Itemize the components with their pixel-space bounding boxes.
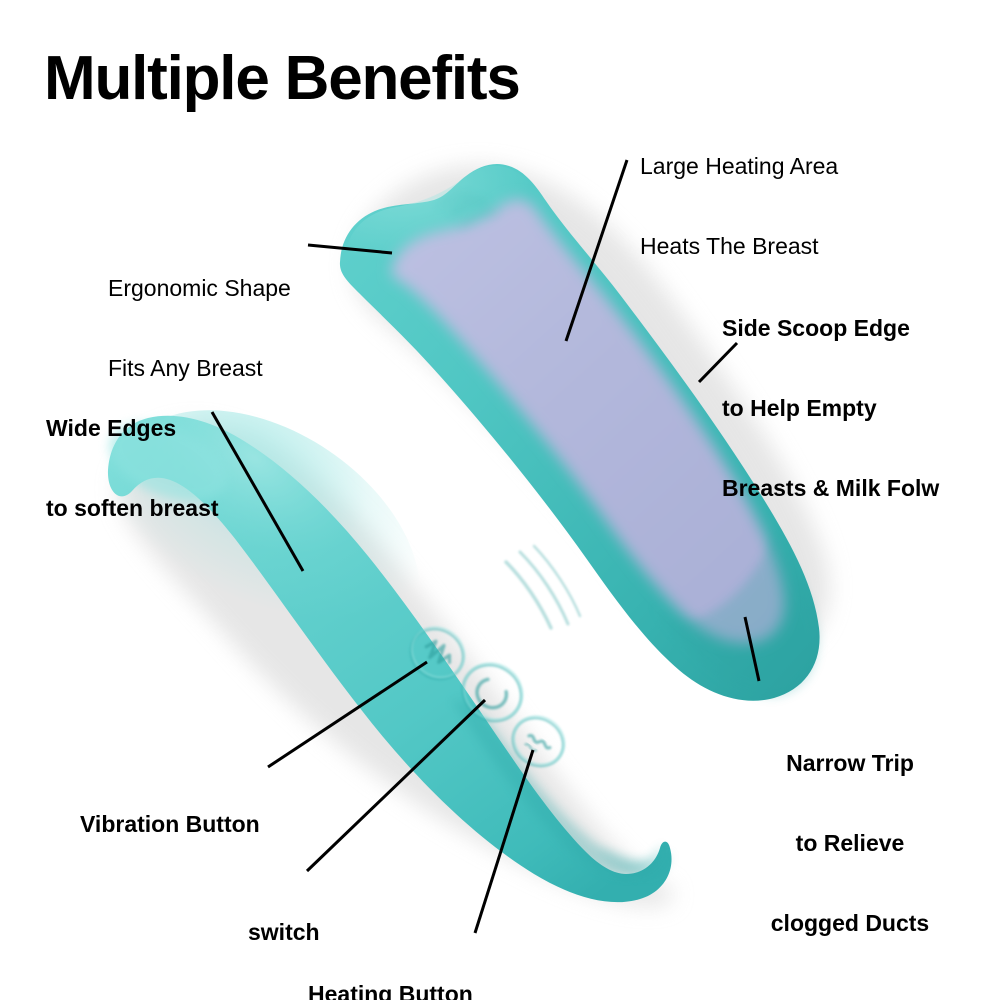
callout-line: Breasts & Milk Folw (722, 475, 940, 502)
page-title: Multiple Benefits (44, 44, 521, 113)
leader-narrow-trip (743, 616, 761, 682)
power-switch-button[interactable] (452, 652, 533, 732)
callout-line: to Help Empty (722, 395, 877, 422)
leader-side-scoop-edge (697, 341, 739, 384)
heating-pad-area (391, 199, 785, 644)
callout-line: Heats The Breast (640, 233, 819, 260)
power-icon-stem (489, 678, 503, 696)
callout-narrow-trip: Narrow Trip to Relieve clogged Ducts (752, 697, 948, 990)
callout-line: Vibration Button (80, 811, 260, 838)
heating-button-ring-inner (513, 715, 566, 766)
leader-wide-edges (210, 411, 305, 572)
leader-vibration-button (267, 660, 428, 769)
callout-large-heating-area: Large Heating Area Heats The Breast (640, 100, 838, 313)
leader-large-heating-area (564, 159, 629, 342)
leader-switch (305, 698, 487, 873)
callout-line: Heating Button (308, 981, 473, 1000)
heating-button[interactable] (504, 707, 574, 776)
callout-line: to Relieve (795, 830, 905, 857)
callout-wide-edges: Wide Edges to soften breast (46, 362, 219, 575)
wave-icon (424, 639, 452, 664)
callout-line: clogged Ducts (770, 910, 930, 937)
callout-line: Large Heating Area (640, 153, 839, 180)
leader-lines (210, 159, 761, 934)
callout-line: Side Scoop Edge (722, 315, 910, 342)
vibration-button[interactable] (401, 617, 474, 689)
lower-device-shading (452, 700, 663, 876)
callout-line: Fits Any Breast (108, 355, 263, 382)
lower-device-tail-notch (596, 848, 671, 877)
upper-device-grooves (438, 193, 498, 228)
lower-device (107, 410, 674, 906)
callout-vibration-button: Vibration Button (80, 758, 260, 891)
callout-heating-button: Heating Button (308, 928, 473, 1000)
callout-line: Ergonomic Shape (108, 275, 291, 302)
callout-switch: switch (248, 866, 320, 999)
upper-device-bottom-shading (650, 532, 819, 697)
callout-side-scoop-edge: Side Scoop Edge to Help Empty Breasts & … (722, 262, 939, 555)
lower-device-cap-highlight (109, 422, 227, 502)
callout-line: to soften breast (46, 495, 219, 522)
callout-line: Wide Edges (46, 415, 177, 442)
callout-ergonomic-shape: Ergonomic Shape Fits Any Breast (108, 222, 291, 435)
leader-heating-button (473, 749, 535, 934)
lower-device-relief-lines (504, 544, 582, 630)
power-button-ring-inner (463, 662, 524, 721)
heat-wave-icon-2 (524, 743, 538, 752)
heat-wave-icon (527, 733, 552, 750)
callout-line: Narrow Trip (786, 750, 914, 777)
vibration-button-ring-inner (411, 626, 466, 679)
callout-line: switch (248, 919, 320, 946)
power-icon (475, 677, 509, 710)
upper-device (339, 164, 830, 701)
leader-ergonomic-shape (307, 243, 393, 255)
